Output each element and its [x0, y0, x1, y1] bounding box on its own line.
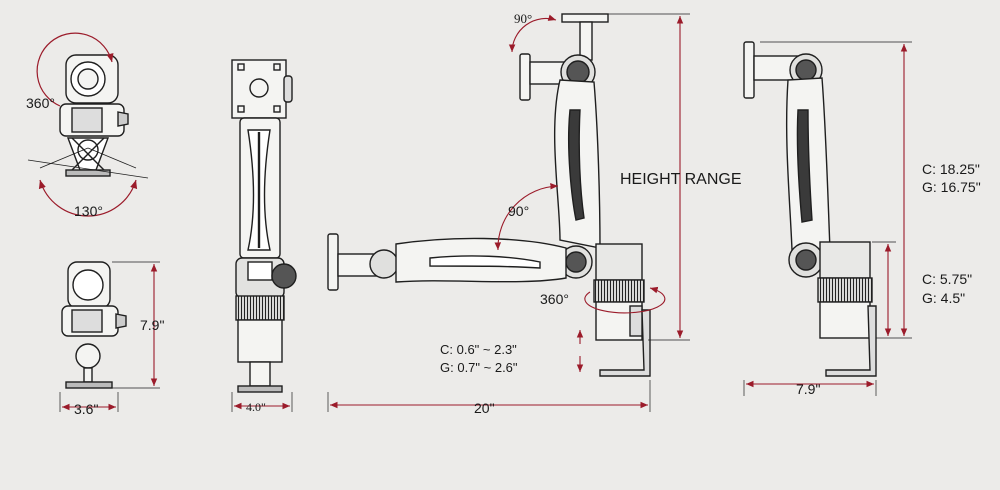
top-view — [59, 54, 129, 177]
reach-label: 20" — [474, 400, 495, 416]
base-rotation-label: 360° — [540, 291, 569, 307]
side-view-dimensions — [231, 392, 293, 412]
extended-arm-view — [327, 13, 651, 377]
depth-label: 7.9" — [796, 381, 821, 397]
mount-rotation-label: 90° — [514, 11, 533, 26]
tilt-130-label: 130° — [74, 203, 103, 219]
rotation-360-label: 360° — [26, 95, 55, 111]
side-width-label: 4.0" — [246, 400, 266, 414]
front-width-label: 3.6" — [74, 401, 99, 417]
arm-tilt-label: 90° — [508, 203, 530, 219]
folded-arm-dimensions — [743, 41, 912, 396]
base-g-label: G: 4.5" — [922, 290, 966, 306]
front-view-dimensions — [59, 261, 160, 412]
top-view-dimensions — [27, 32, 149, 217]
front-view — [61, 261, 127, 389]
height-c-label: C: 18.25" — [922, 161, 980, 177]
base-c-label: C: 5.75" — [922, 271, 973, 287]
height-range-label: HEIGHT RANGE — [620, 171, 742, 188]
front-height-label: 7.9" — [140, 317, 165, 333]
folded-arm-view — [743, 41, 877, 377]
side-view — [231, 59, 297, 393]
extended-arm-dimensions — [327, 13, 690, 412]
height-g-label: G: 16.75" — [922, 179, 981, 195]
clamp-g-label: G: 0.7" ~ 2.6" — [440, 360, 518, 375]
clamp-c-label: C: 0.6" ~ 2.3" — [440, 342, 517, 357]
